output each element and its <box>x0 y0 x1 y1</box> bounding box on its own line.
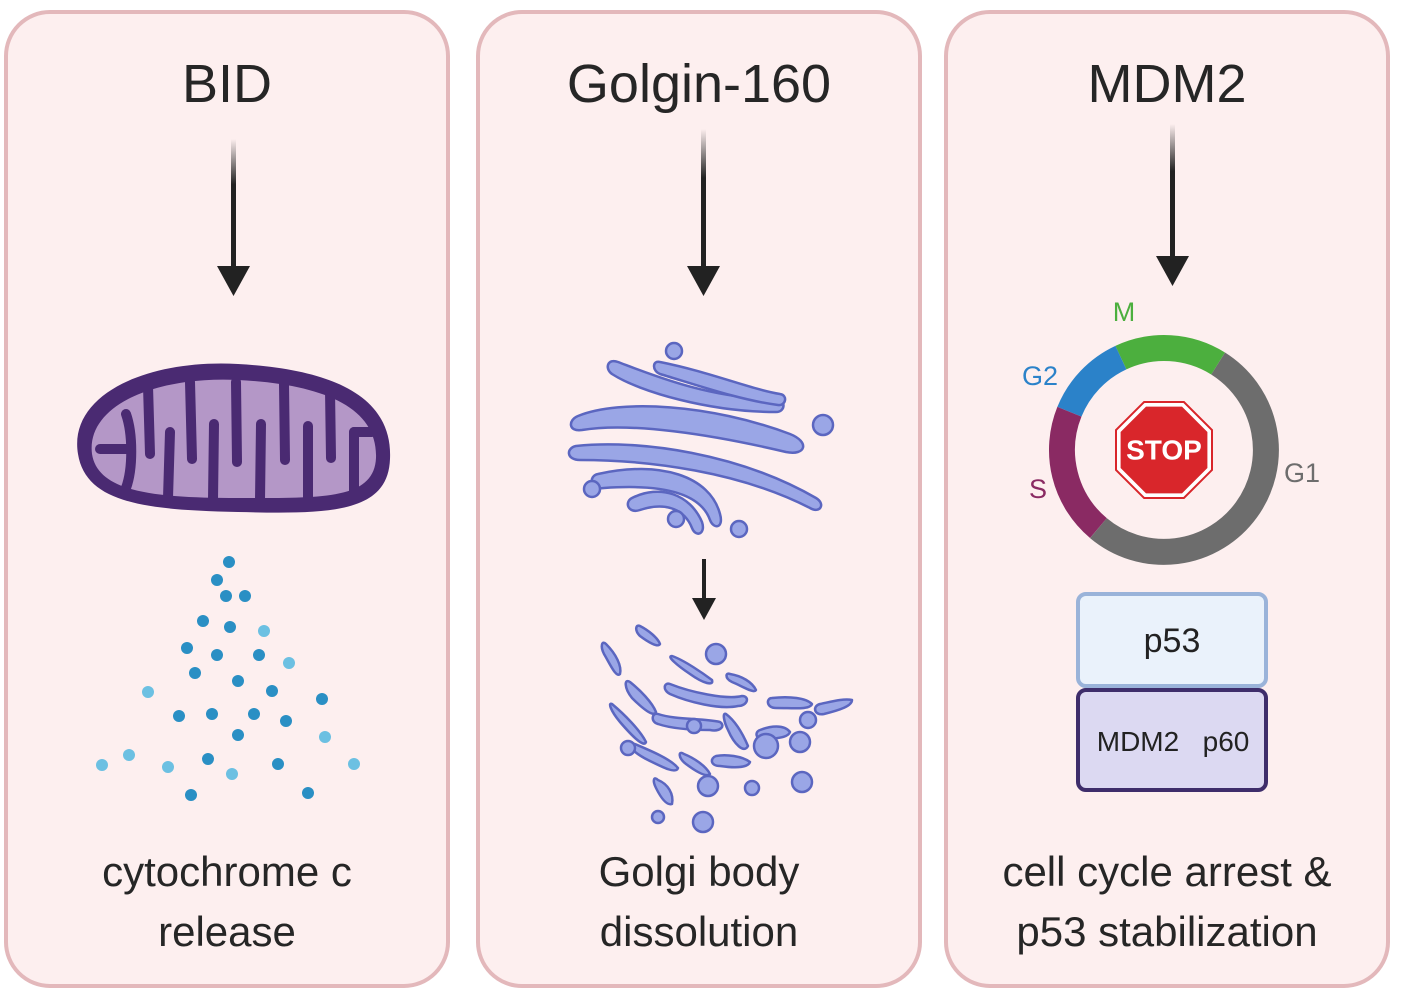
stop-sign-label: STOP <box>1126 434 1202 465</box>
cytochrome-c-molecule <box>232 729 244 741</box>
cytochrome-c-molecule <box>226 768 238 780</box>
p60-label: p60 <box>1203 726 1250 757</box>
panel-title-mdm2: MDM2 <box>1087 54 1247 114</box>
cytochrome-c-molecule <box>258 625 270 637</box>
cytochrome-c-molecule <box>202 753 214 765</box>
cytochrome-c-molecule <box>162 761 174 773</box>
panel-title-bid: BID <box>181 54 273 114</box>
caption-golgin: Golgi body dissolution <box>480 842 918 962</box>
cell-cycle-phase-m <box>1115 335 1225 375</box>
phase-label-g1: G1 <box>1284 458 1320 488</box>
cytochrome-c-molecule <box>224 621 236 633</box>
down-arrow-icon <box>1156 124 1189 286</box>
cytochrome-c-molecule <box>319 731 331 743</box>
caption-line: cell cycle arrest & <box>1002 848 1332 895</box>
cytochrome-c-molecule <box>283 657 295 669</box>
mdm2-illustration: M G2 S G1 STOP p53 MDM2 p60 <box>1022 124 1320 792</box>
panel-title-golgin: Golgin-160 <box>566 54 832 114</box>
cytochrome-c-molecule <box>253 649 265 661</box>
cytochrome-c-molecule <box>232 675 244 687</box>
cytochrome-c-molecule <box>272 758 284 770</box>
cytochrome-c-molecule <box>239 590 251 602</box>
down-arrow-icon <box>687 129 720 296</box>
cytochrome-c-molecule <box>211 649 223 661</box>
mdm2-label: MDM2 <box>1097 726 1179 757</box>
bid-illustration <box>77 139 391 801</box>
cytochrome-c-dots <box>96 556 360 801</box>
cytochrome-c-molecule <box>248 708 260 720</box>
caption-mdm2: cell cycle arrest & p53 stabilization <box>948 842 1386 962</box>
caption-bid: cytochrome c release <box>8 842 446 962</box>
cytochrome-c-molecule <box>96 759 108 771</box>
caption-line: release <box>158 908 296 955</box>
cytochrome-c-molecule <box>220 590 232 602</box>
down-arrow-icon <box>217 139 250 296</box>
cytochrome-c-molecule <box>302 787 314 799</box>
phase-label-m: M <box>1113 297 1136 327</box>
cytochrome-c-molecule <box>185 789 197 801</box>
cytochrome-c-molecule <box>280 715 292 727</box>
cell-cycle-phase-s <box>1048 406 1108 539</box>
caption-line: Golgi body <box>598 848 800 895</box>
fragmented-golgi-icon <box>600 624 854 834</box>
phase-label-s: S <box>1029 474 1047 504</box>
caption-line: p53 stabilization <box>1016 908 1318 955</box>
cytochrome-c-molecule <box>348 758 360 770</box>
cell-cycle-phase-g1 <box>1090 352 1279 565</box>
mdm2-p60-box: MDM2 p60 <box>1076 688 1268 792</box>
cytochrome-c-molecule <box>173 710 185 722</box>
cytochrome-c-molecule <box>142 686 154 698</box>
cell-cycle-ring <box>1048 335 1279 565</box>
cytochrome-c-molecule <box>181 642 193 654</box>
cytochrome-c-molecule <box>206 708 218 720</box>
mitochondrion-icon <box>77 363 391 513</box>
p53-label: p53 <box>1144 622 1201 660</box>
cytochrome-c-molecule <box>189 667 201 679</box>
cytochrome-c-molecule <box>211 574 223 586</box>
cytochrome-c-molecule <box>223 556 235 568</box>
phase-label-g2: G2 <box>1022 361 1058 391</box>
cell-cycle-phase-g2 <box>1057 345 1127 418</box>
caption-line: dissolution <box>599 908 799 955</box>
p53-box: p53 <box>1076 592 1268 688</box>
stop-sign-icon: STOP <box>1115 401 1213 499</box>
down-arrow-icon <box>692 559 716 620</box>
panel-bid: BID <box>4 10 450 988</box>
cytochrome-c-molecule <box>266 685 278 697</box>
cytochrome-c-molecule <box>123 749 135 761</box>
panel-mdm2: MDM2 M G2 S G1 STOP p53 <box>944 10 1390 988</box>
caption-line: cytochrome c <box>102 848 352 895</box>
panel-golgin-160: Golgin-160 <box>476 10 922 988</box>
golgi-apparatus-icon <box>567 341 835 539</box>
cytochrome-c-molecule <box>316 693 328 705</box>
cytochrome-c-molecule <box>197 615 209 627</box>
golgi-illustration <box>567 129 854 834</box>
